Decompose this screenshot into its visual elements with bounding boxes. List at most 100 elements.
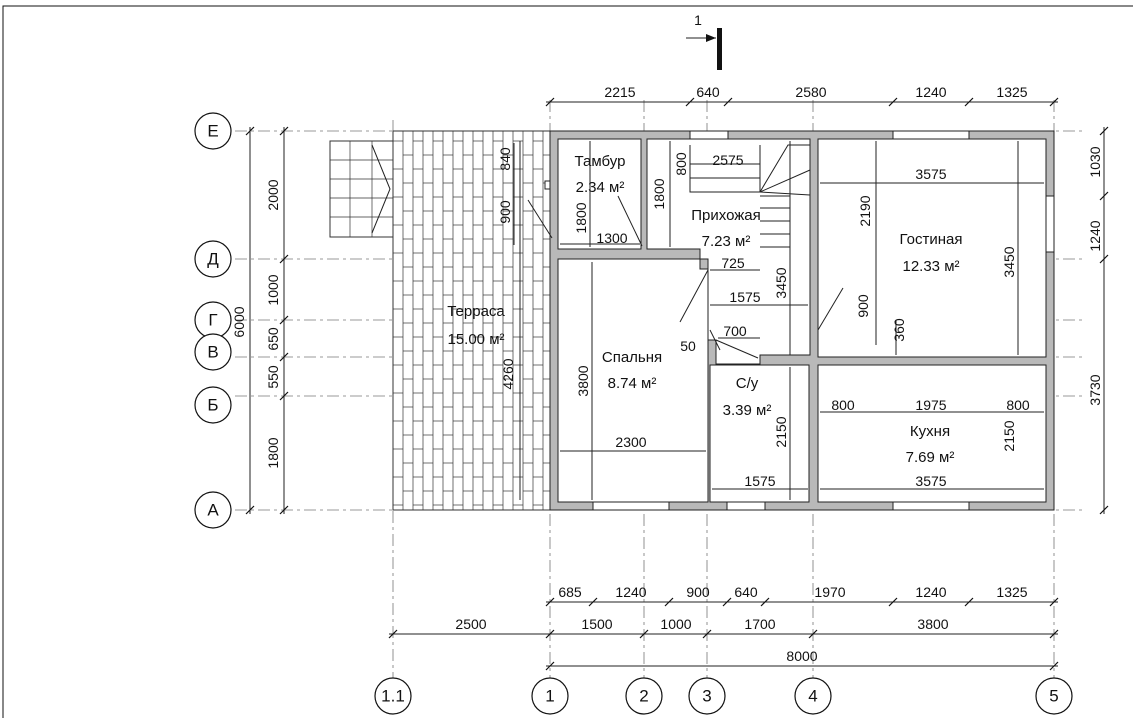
dim-top: 640: [696, 84, 720, 100]
dim-inner: 725: [721, 255, 745, 271]
inner-dimensions: 840 900 1800 1800 1300 800 2575 725 1575…: [497, 141, 1044, 500]
room-area-su: 3.39 м²: [723, 402, 772, 419]
dim-top: 1240: [915, 84, 946, 100]
dim-inner: 3450: [773, 267, 789, 298]
room-area-kuhnya: 7.69 м²: [906, 449, 955, 466]
axis-bubble-A: А: [194, 491, 232, 529]
axis-label: А: [207, 501, 219, 520]
dim-inner: 1300: [596, 230, 627, 246]
dim-inner: 3575: [915, 473, 946, 489]
room-su: [709, 364, 810, 503]
dim-top: 2215: [604, 84, 635, 100]
dim-inner: 800: [673, 152, 689, 176]
room-kuhnya: [817, 364, 1047, 503]
axis-bubble-D: Д: [194, 240, 232, 278]
axis-label: Г: [208, 311, 217, 330]
dim-inner: 800: [1006, 397, 1030, 413]
dim-inner: 900: [855, 294, 871, 318]
axis-bubble-B: Б: [194, 386, 232, 424]
dim-bottom-1: 1240: [615, 584, 646, 600]
axis-label: В: [207, 343, 218, 362]
room-area-gostinaya: 12.33 м²: [902, 258, 959, 275]
axis-label: 5: [1049, 687, 1058, 706]
dim-inner: 840: [497, 147, 513, 171]
axis-bubble-E: Е: [194, 112, 232, 150]
dim-bottom-1: 900: [686, 584, 710, 600]
dim-inner: 2150: [773, 416, 789, 447]
dim-inner: 2150: [1001, 420, 1017, 451]
axis-label: 4: [808, 687, 817, 706]
dim-inner: 800: [831, 397, 855, 413]
dim-inner: 1800: [573, 202, 589, 233]
dim-inner: 700: [723, 323, 747, 339]
dim-inner: 1575: [729, 289, 760, 305]
terrace-deck: [392, 130, 551, 511]
axis-bubble-G: Г: [194, 301, 232, 339]
room-area-tambur: 2.34 м²: [576, 179, 625, 196]
dim-right: 3730: [1087, 374, 1103, 405]
room-area-terrasa: 15.00 м²: [447, 331, 504, 348]
dim-right: 1030: [1087, 146, 1103, 177]
dim-left-inner: 1800: [265, 437, 281, 468]
dim-bottom-2: 1000: [660, 616, 691, 632]
axis-label: 1.1: [381, 687, 405, 706]
terrace-steps: [329, 140, 394, 238]
room-tambur: [557, 138, 642, 250]
dim-bottom-2: 1700: [744, 616, 775, 632]
dim-bottom-2: 2500: [455, 616, 486, 632]
dim-inner: 2575: [712, 152, 743, 168]
dim-top: 1325: [996, 84, 1027, 100]
axis-bubble-1-1: 1.1: [374, 677, 412, 715]
dim-right: 1240: [1087, 220, 1103, 251]
dim-bottom-1: 640: [734, 584, 758, 600]
dim-inner: 2300: [615, 434, 646, 450]
dim-bottom-total: 8000: [786, 648, 817, 664]
room-name-spalnya: Спальня: [602, 349, 662, 366]
axis-label: 2: [639, 687, 648, 706]
dim-left-inner: 650: [265, 327, 281, 351]
dim-inner: 360: [891, 318, 907, 342]
room-area-prihozhaya: 7.23 м²: [702, 233, 751, 250]
dim-inner: 1575: [744, 473, 775, 489]
room-name-su: С/у: [736, 375, 759, 392]
drawing-frame: [2, 5, 1133, 718]
axis-bubble-1: 1: [531, 677, 569, 715]
dim-bottom-1: 685: [558, 584, 582, 600]
axis-bubble-4: 4: [794, 677, 832, 715]
room-name-kuhnya: Кухня: [910, 423, 950, 440]
dim-inner: 900: [497, 200, 513, 224]
axis-bubble-V: В: [194, 333, 232, 371]
room-name-gostinaya: Гостиная: [900, 231, 963, 248]
axis-label: 3: [702, 687, 711, 706]
dim-inner: 3800: [575, 365, 591, 396]
axis-bubble-2: 2: [625, 677, 663, 715]
windows: [544, 130, 1055, 511]
axis-label: Е: [207, 122, 218, 141]
dim-bottom-2: 3800: [917, 616, 948, 632]
room-area-spalnya: 8.74 м²: [608, 375, 657, 392]
dim-left-inner: 1000: [265, 274, 281, 305]
dim-inner: 50: [680, 338, 696, 354]
dim-left-inner: 2000: [265, 179, 281, 210]
axis-bubble-5: 5: [1035, 677, 1073, 715]
dim-top: 2580: [795, 84, 826, 100]
axis-bubble-3: 3: [688, 677, 726, 715]
axis-label: Б: [207, 396, 218, 415]
dim-bottom-2: 1500: [581, 616, 612, 632]
dim-bottom-1: 1970: [814, 584, 845, 600]
room-spalnya: [557, 258, 709, 503]
dim-left-outer: 6000: [231, 306, 247, 337]
axis-label: Д: [207, 250, 219, 269]
doors: [527, 195, 844, 359]
axis-label: 1: [545, 687, 554, 706]
dimension-lines: [245, 97, 1109, 671]
room-name-prihozhaya: Прихожая: [691, 207, 761, 224]
dim-inner: 4260: [500, 358, 516, 389]
room-name-tambur: Тамбур: [575, 153, 626, 170]
dim-inner: 2190: [857, 195, 873, 226]
dim-bottom-1: 1240: [915, 584, 946, 600]
staircase: [689, 144, 811, 250]
dim-inner: 1975: [915, 397, 946, 413]
dim-left-inner: 550: [265, 365, 281, 389]
